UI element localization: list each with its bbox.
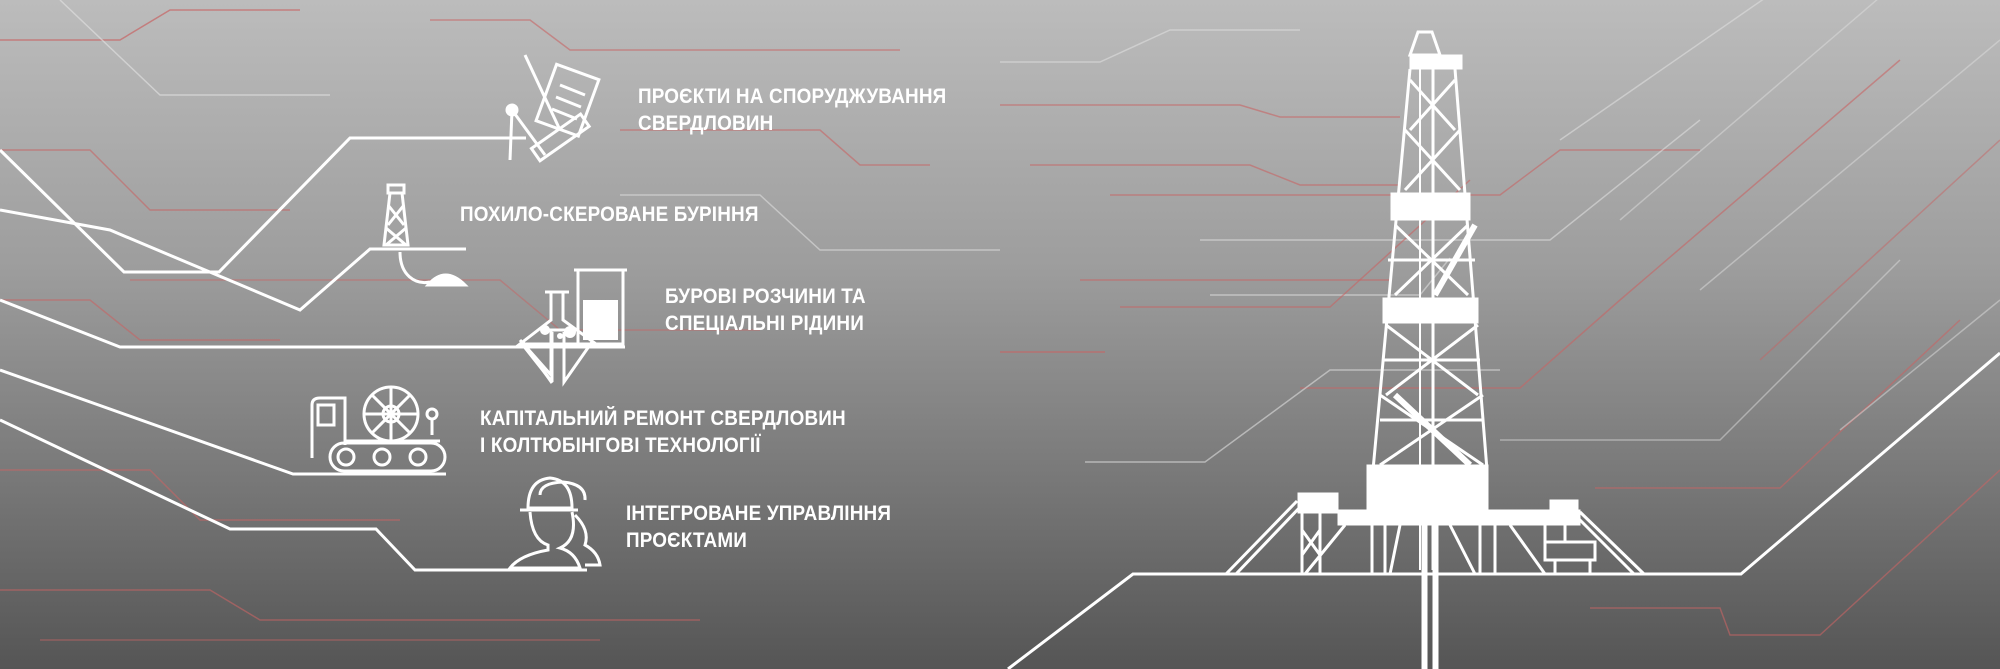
circuit-line — [430, 19, 900, 51]
service-label-drilling-fluids: БУРОВІ РОЗЧИНИ ТА СПЕЦІАЛЬНІ РІДИНИ — [665, 283, 866, 337]
rig-mast-top — [1407, 30, 1443, 57]
step-line — [0, 368, 446, 476]
directional-drilling-icon — [382, 183, 469, 287]
well-casing — [1432, 524, 1439, 669]
label-line: ПРОЄКТИ НА СПОРУДЖУВАННЯ — [638, 85, 947, 108]
circuit-line — [1759, 139, 2000, 361]
circuit-line — [620, 129, 930, 166]
circuit-line — [1110, 149, 1700, 196]
circuit-line — [1699, 39, 2000, 291]
circuit-line — [0, 469, 400, 521]
rig-substructure — [1224, 499, 1646, 576]
rig-left-house — [1297, 492, 1339, 514]
circuit-line — [1030, 164, 1400, 186]
service-label-workover-coiled-tubing: КАПІТАЛЬНИЙ РЕМОНТ СВЕРДЛОВИН І КОЛТЮБІН… — [480, 405, 846, 459]
label-line: БУРОВІ РОЗЧИНИ ТА — [665, 285, 866, 308]
circuit-line — [59, 0, 330, 96]
circuit-lines — [0, 0, 2000, 641]
drilling-rig-illustration — [1224, 30, 1646, 669]
circuit-line — [1839, 299, 2000, 431]
label-line: ПРОЄКТАМИ — [626, 529, 748, 552]
service-label-well-construction-projects: ПРОЄКТИ НА СПОРУДЖУВАННЯ СВЕРДЛОВИН — [638, 83, 946, 137]
service-label-directional-drilling: ПОХИЛО-СКЕРОВАНЕ БУРІННЯ — [460, 201, 759, 228]
terrain-step-lines — [0, 136, 2000, 669]
label-line: СПЕЦІАЛЬНІ РІДИНИ — [665, 312, 864, 335]
label-line: ПОХИЛО-СКЕРОВАНЕ БУРІННЯ — [460, 203, 759, 226]
circuit-line — [1500, 259, 1901, 441]
rig-drill-floor — [1366, 464, 1489, 513]
label-line: І КОЛТЮБІНГОВІ ТЕХНОЛОГІЇ — [480, 434, 761, 457]
label-line: СВЕРДЛОВИН — [638, 112, 774, 135]
circuit-line — [130, 279, 760, 331]
label-line: ІНТЕГРОВАНЕ УПРАВЛІННЯ — [626, 502, 892, 525]
circuit-line — [1000, 104, 1400, 118]
circuit-line — [0, 589, 700, 621]
circuit-line — [620, 194, 1000, 251]
circuit-line — [1120, 179, 1471, 308]
circuit-line — [1000, 29, 1300, 63]
blueprint-compass-ruler-icon — [505, 54, 601, 163]
service-label-integrated-project-management: ІНТЕГРОВАНЕ УПРАВЛІННЯ ПРОЄКТАМИ — [626, 500, 891, 554]
rig-platform-middle — [1382, 297, 1479, 324]
circuit-line — [0, 9, 300, 41]
lab-flask-beaker-icon — [515, 268, 627, 387]
well-casing — [1421, 524, 1428, 669]
step-line — [0, 298, 625, 349]
rig-right-house — [1549, 499, 1579, 516]
step-line — [0, 208, 466, 312]
circuit-line — [1590, 469, 2000, 636]
step-line — [0, 136, 526, 274]
circuit-line — [0, 299, 280, 341]
label-line: КАПІТАЛЬНИЙ РЕМОНТ СВЕРДЛОВИН — [480, 407, 846, 430]
circuit-line — [1085, 369, 1500, 463]
rig-substructure-deck — [1337, 509, 1581, 526]
rig-platform-upper — [1390, 192, 1471, 221]
crown-block — [1409, 54, 1463, 70]
circuit-line — [1559, 0, 1764, 141]
step-line — [0, 418, 587, 572]
circuit-line — [1200, 119, 1701, 241]
coiled-tubing-truck-icon — [310, 385, 447, 473]
circuit-line — [0, 149, 290, 211]
workers-hardhat-icon — [506, 476, 602, 570]
circuit-line — [1619, 0, 1878, 221]
circuit-line — [1300, 59, 1901, 389]
circuit-line — [1595, 319, 1961, 489]
